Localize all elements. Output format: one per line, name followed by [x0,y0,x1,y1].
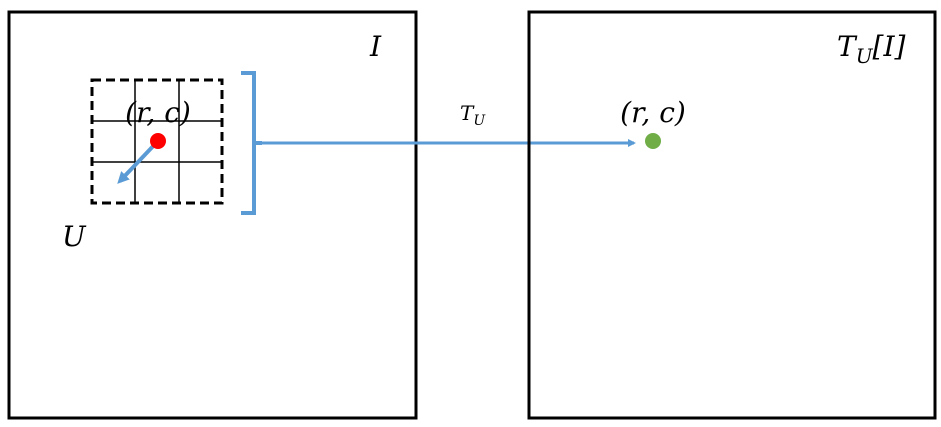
input-image-label: I [369,30,382,63]
source-point-label: (r, c) [125,96,191,129]
input-image-frame [7,10,418,420]
neighborhood-label: U [62,220,87,253]
neighborhood-offset-arrow [117,139,160,184]
output-image-label: TU[I] [837,30,906,68]
neighborhood-grid [90,78,224,205]
output-image-frame [527,10,937,420]
source-point [150,133,166,149]
transform-label: TU [460,101,486,129]
target-point [645,133,661,149]
target-point-label: (r, c) [620,96,686,129]
